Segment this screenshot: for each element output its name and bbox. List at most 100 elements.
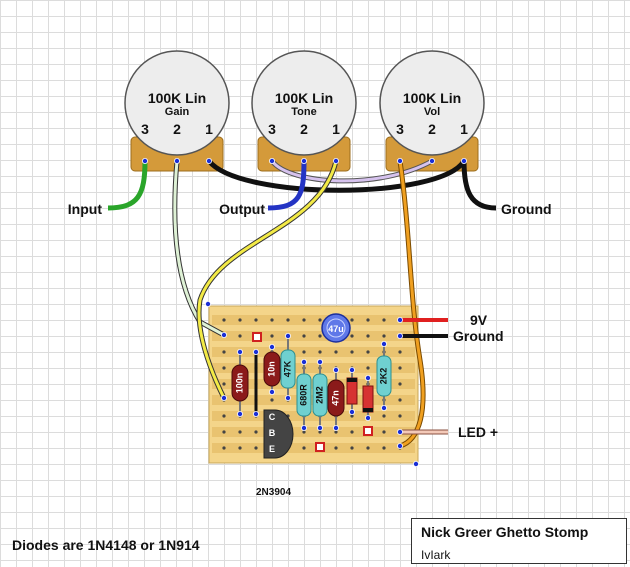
cap-100n-body bbox=[231, 364, 249, 402]
copper-strip bbox=[212, 331, 415, 341]
copper-strip bbox=[212, 363, 415, 373]
strip-hole bbox=[318, 334, 322, 338]
diode-1 bbox=[346, 370, 358, 412]
wire-end-pin bbox=[268, 157, 275, 164]
pot-gain-pin-2: 2 bbox=[173, 121, 181, 137]
wire-end-pin bbox=[205, 157, 212, 164]
strip-hole bbox=[398, 414, 402, 418]
label-ground-board: Ground bbox=[453, 328, 504, 344]
label-output: Output bbox=[219, 201, 265, 217]
strip-hole bbox=[238, 318, 242, 322]
pot-vol-pin-3: 3 bbox=[396, 121, 404, 137]
strip-hole bbox=[318, 350, 322, 354]
strip-hole bbox=[398, 366, 402, 370]
cap-10n: 10n bbox=[263, 347, 281, 392]
wire-end-pin bbox=[268, 388, 275, 395]
wire-end-pin bbox=[332, 157, 339, 164]
strip-hole bbox=[382, 318, 386, 322]
label-input: Input bbox=[68, 201, 103, 217]
wire-end-pin bbox=[173, 157, 180, 164]
cap-47n-body bbox=[327, 379, 345, 417]
res-680r: 680R bbox=[296, 362, 312, 428]
strip-hole bbox=[302, 334, 306, 338]
pad-marker-3 bbox=[363, 426, 373, 436]
wire-end-pin bbox=[364, 374, 371, 381]
wire-end-pin bbox=[236, 410, 243, 417]
strip-hole bbox=[350, 446, 354, 450]
pot-gain: 100K Lin Gain 3 2 1 bbox=[124, 50, 230, 172]
pot-tone-pin-3: 3 bbox=[268, 121, 276, 137]
elec-47u-label: 47u bbox=[328, 324, 344, 334]
strip-hole bbox=[286, 318, 290, 322]
strip-hole bbox=[382, 414, 386, 418]
strip-hole bbox=[398, 382, 402, 386]
strip-hole bbox=[382, 446, 386, 450]
wire-end-pin bbox=[220, 394, 227, 401]
title-block-title: Nick Greer Ghetto Stomp bbox=[421, 524, 589, 540]
res-2m2-label: 2M2 bbox=[314, 386, 324, 404]
wire-end-pin bbox=[300, 424, 307, 431]
strip-hole bbox=[366, 366, 370, 370]
strip-hole bbox=[366, 350, 370, 354]
label-ground-top: Ground bbox=[501, 201, 552, 217]
pot-gain-name: Gain bbox=[165, 106, 190, 118]
wire-end-pin bbox=[236, 348, 243, 355]
strip-hole bbox=[302, 318, 306, 322]
strip-hole bbox=[334, 446, 338, 450]
strip-hole bbox=[398, 398, 402, 402]
wire-end-pin bbox=[316, 424, 323, 431]
strip-hole bbox=[254, 430, 258, 434]
wire-end-pin bbox=[141, 157, 148, 164]
pot-tone-value: 100K Lin bbox=[275, 90, 333, 106]
strip-hole bbox=[366, 334, 370, 338]
copper-strip bbox=[212, 347, 415, 357]
elec-47u: 47u bbox=[321, 313, 351, 343]
wire-end-pin bbox=[348, 408, 355, 415]
title-block: Nick Greer Ghetto Stomp IvIark bbox=[411, 518, 627, 564]
pot-gain-pin-3: 3 bbox=[141, 121, 149, 137]
copper-strip bbox=[212, 427, 415, 437]
wire-end-pin bbox=[396, 428, 403, 435]
strip-hole bbox=[350, 350, 354, 354]
wire-end-pin bbox=[396, 332, 403, 339]
pot-vol-pin-2: 2 bbox=[428, 121, 436, 137]
pad-marker-2 bbox=[315, 442, 325, 452]
label-9v: 9V bbox=[470, 312, 488, 328]
wire-end-pin bbox=[284, 332, 291, 339]
elec-47u-ring bbox=[326, 318, 346, 338]
pad-marker-1 bbox=[252, 332, 262, 342]
strip-hole bbox=[238, 430, 242, 434]
cap-10n-label: 10n bbox=[266, 361, 276, 377]
res-47k-label: 47K bbox=[282, 360, 292, 377]
pot-tone-pin-2: 2 bbox=[300, 121, 308, 137]
wire-end-pin bbox=[268, 343, 275, 350]
pot-tone-knob bbox=[251, 50, 357, 156]
cap-100n: 100n bbox=[231, 352, 249, 414]
transistor-part-label: 2N3904 bbox=[256, 487, 292, 498]
strip-hole bbox=[270, 318, 274, 322]
wire-end-pin bbox=[332, 366, 339, 373]
wire-input bbox=[107, 160, 148, 211]
transistor-pin-b: B bbox=[269, 428, 276, 438]
wire-end-pin bbox=[220, 331, 227, 338]
cap-47n-label: 47n bbox=[330, 390, 340, 406]
res-47k-body bbox=[280, 349, 296, 389]
wire-end-pin bbox=[284, 394, 291, 401]
cap-10n-body bbox=[263, 351, 281, 387]
wire-ground-link bbox=[207, 159, 467, 193]
strip-hole bbox=[238, 446, 242, 450]
wire-end-pin bbox=[348, 366, 355, 373]
strip-hole bbox=[350, 430, 354, 434]
wire-end-pin bbox=[252, 348, 259, 355]
strip-hole bbox=[382, 334, 386, 338]
strip-hole bbox=[366, 318, 370, 322]
strip-hole bbox=[254, 446, 258, 450]
cap-100n-label: 100n bbox=[234, 373, 244, 394]
copper-strip bbox=[212, 315, 415, 325]
strip-hole bbox=[398, 350, 402, 354]
res-2m2: 2M2 bbox=[312, 362, 328, 428]
strip-hole bbox=[334, 430, 338, 434]
strip-hole bbox=[302, 430, 306, 434]
strip-hole bbox=[254, 318, 258, 322]
pot-gain-value: 100K Lin bbox=[148, 90, 206, 106]
